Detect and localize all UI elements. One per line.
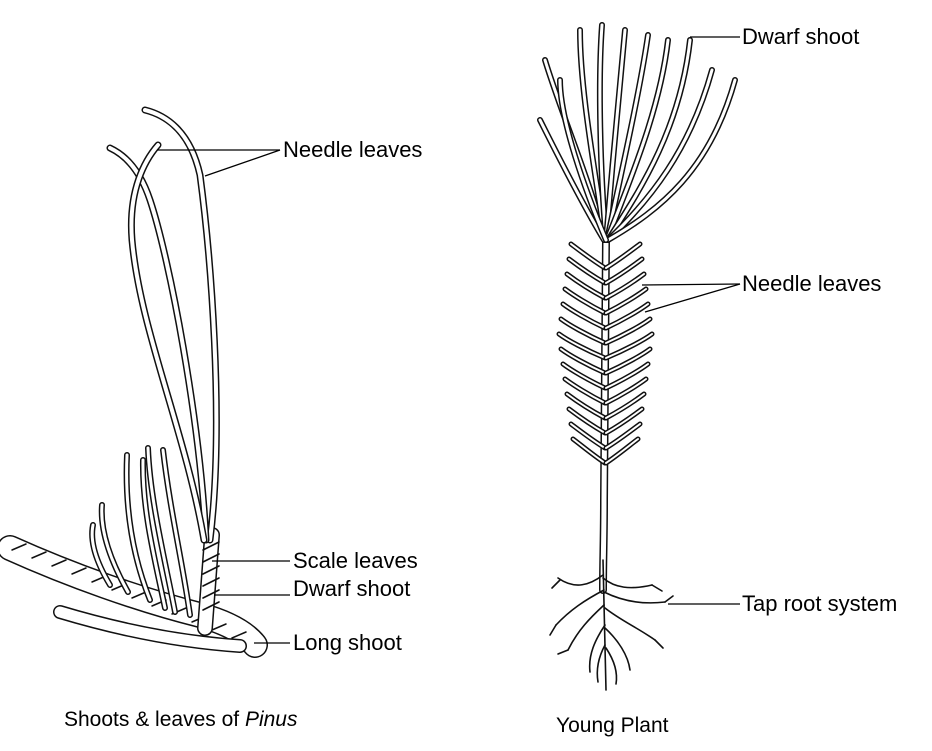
lateral-root (603, 578, 652, 588)
leader-needle-leaves-right-1 (642, 284, 740, 285)
leader-needle-leaves-right-2 (645, 284, 740, 312)
lateral-root (606, 648, 617, 684)
lateral-root (558, 575, 603, 585)
crown-needle (600, 25, 606, 240)
lateral-root (604, 592, 665, 603)
lateral-root (556, 590, 604, 625)
caption-genus: Pinus (245, 708, 298, 731)
lateral-root (558, 650, 568, 654)
lateral-root (665, 596, 673, 602)
tap-root-system-label: Tap root system (742, 593, 897, 615)
dwarf-shoot-label-left: Dwarf shoot (293, 578, 410, 600)
dwarf-shoot-label-right: Dwarf shoot (742, 26, 859, 48)
small-needle-leaf (163, 450, 190, 615)
tap-root-system (550, 560, 673, 690)
needle-leaves-label-left: Needle leaves (283, 139, 422, 161)
lateral-root (550, 625, 556, 635)
lateral-root (597, 645, 605, 682)
label-leader-lines (157, 37, 740, 643)
lateral-root (655, 640, 663, 648)
pinus-shoot-drawing (10, 110, 255, 646)
lateral-root (568, 605, 604, 650)
scale-leaves-label: Scale leaves (293, 550, 418, 572)
lateral-root (605, 628, 630, 670)
long-shoot-label: Long shoot (293, 632, 402, 654)
caption-prefix: Shoots & leaves of (64, 708, 245, 731)
lateral-root (552, 580, 560, 588)
right-figure-caption: Young Plant (556, 715, 669, 736)
needle-leaves-label-right: Needle leaves (742, 273, 881, 295)
left-figure-caption: Shoots & leaves of Pinus (64, 709, 297, 730)
leader-needle-leaves-left-2 (205, 150, 280, 176)
lateral-root (652, 585, 662, 591)
young-plant-drawing (540, 25, 735, 690)
